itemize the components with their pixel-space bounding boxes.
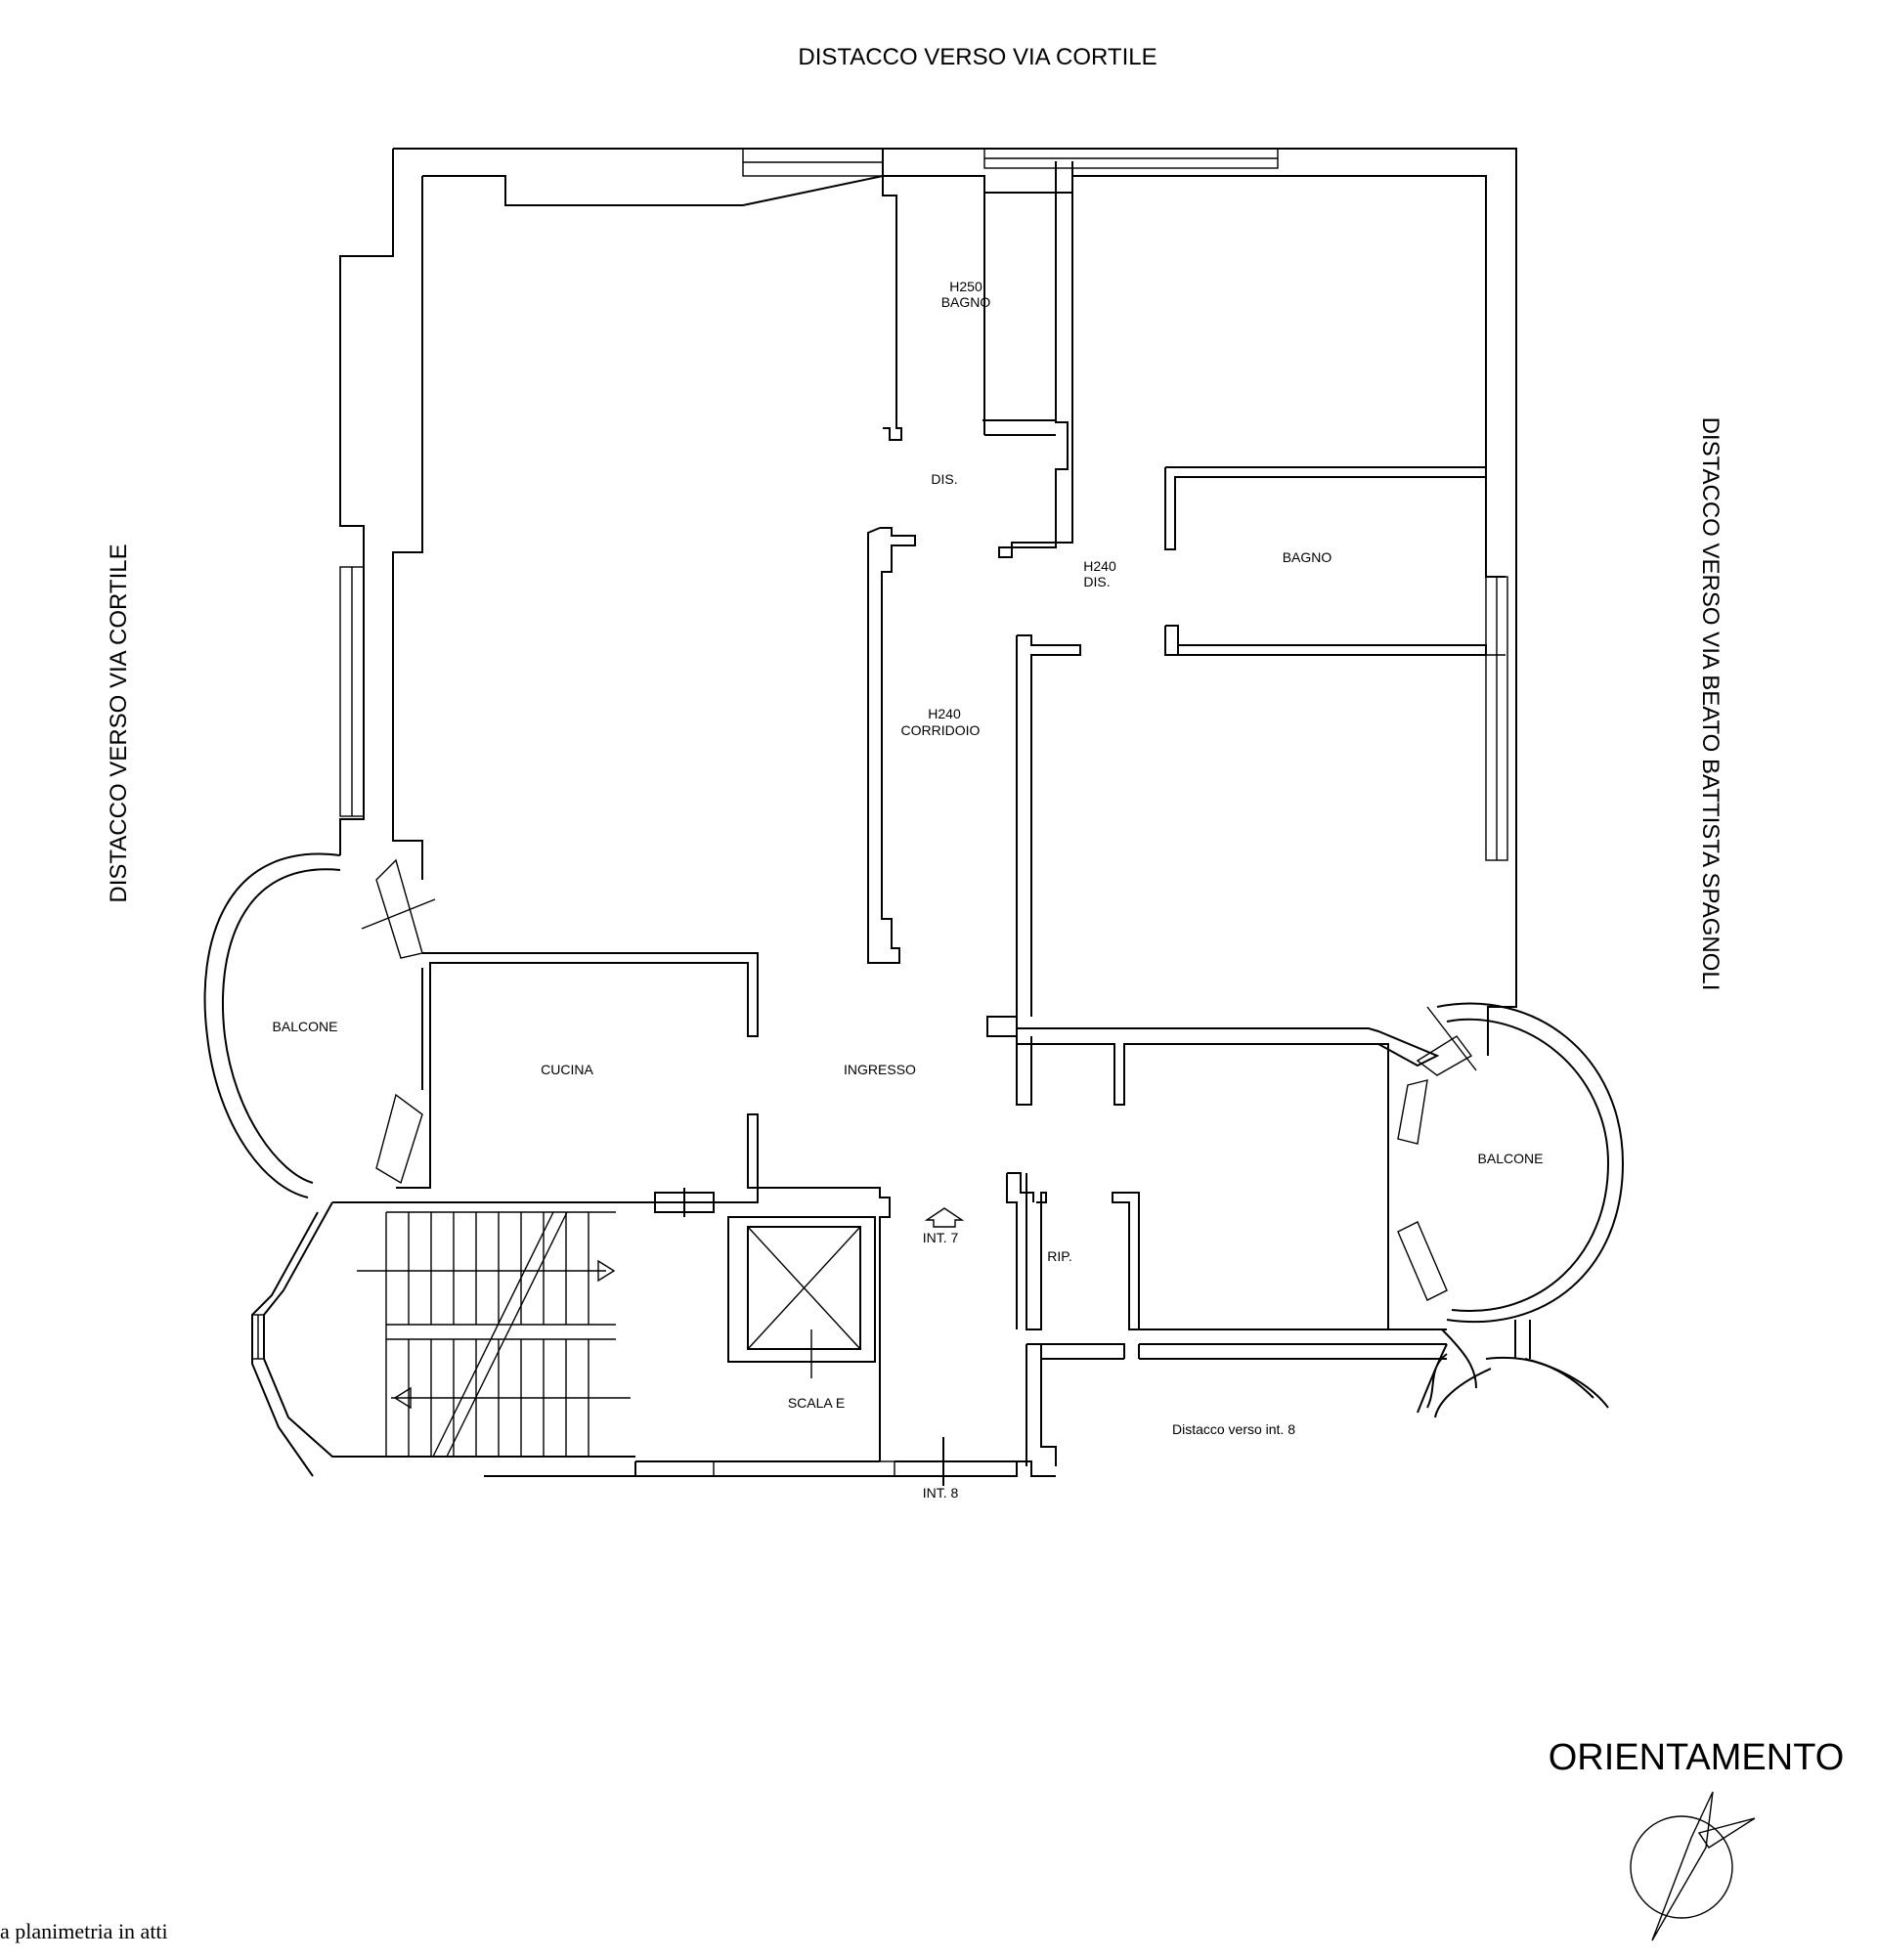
room-cucina: CUCINA <box>541 1062 593 1077</box>
label-top: DISTACCO VERSO VIA CORTILE <box>798 44 1157 70</box>
footer-note: a planimetria in atti <box>0 1919 168 1943</box>
label-int7: INT. 7 <box>923 1230 959 1245</box>
room-bagno-right: BAGNO <box>1283 549 1332 565</box>
label-right: DISTACCO VERSO VIA BEATO BATTISTA SPAGNO… <box>1697 417 1724 991</box>
room-ingresso: INGRESSO <box>844 1062 916 1077</box>
room-dis-right-height: H240 <box>1083 558 1116 574</box>
room-corridoio-height: H240 <box>928 706 961 721</box>
labels: DISTACCO VERSO VIA CORTILE DISTACCO VERS… <box>0 44 1844 1943</box>
room-bagno-top-height: H250 <box>949 279 982 294</box>
room-bagno-top: BAGNO <box>941 294 991 310</box>
room-dis-right: DIS. <box>1083 574 1110 589</box>
room-dis-top: DIS. <box>931 471 957 487</box>
north-arrow-icon <box>1630 1791 1756 1941</box>
room-corridoio: CORRIDOIO <box>901 722 981 738</box>
label-distacco-int8: Distacco verso int. 8 <box>1172 1421 1295 1437</box>
entrance-arrow-icon <box>924 1207 965 1228</box>
room-rip: RIP. <box>1047 1248 1071 1264</box>
outer-walls <box>339 148 1517 1056</box>
orientation-title: ORIENTAMENTO <box>1549 1737 1845 1778</box>
label-int8: INT. 8 <box>923 1485 959 1501</box>
label-left: DISTACCO VERSO VIA CORTILE <box>106 544 132 902</box>
balconies <box>203 852 1625 1418</box>
staircase <box>251 1201 635 1477</box>
room-balcone-right: BALCONE <box>1478 1151 1544 1166</box>
interior-walls <box>332 149 1487 1486</box>
room-balcone-left: BALCONE <box>273 1019 338 1034</box>
room-scala: SCALA E <box>788 1395 845 1411</box>
